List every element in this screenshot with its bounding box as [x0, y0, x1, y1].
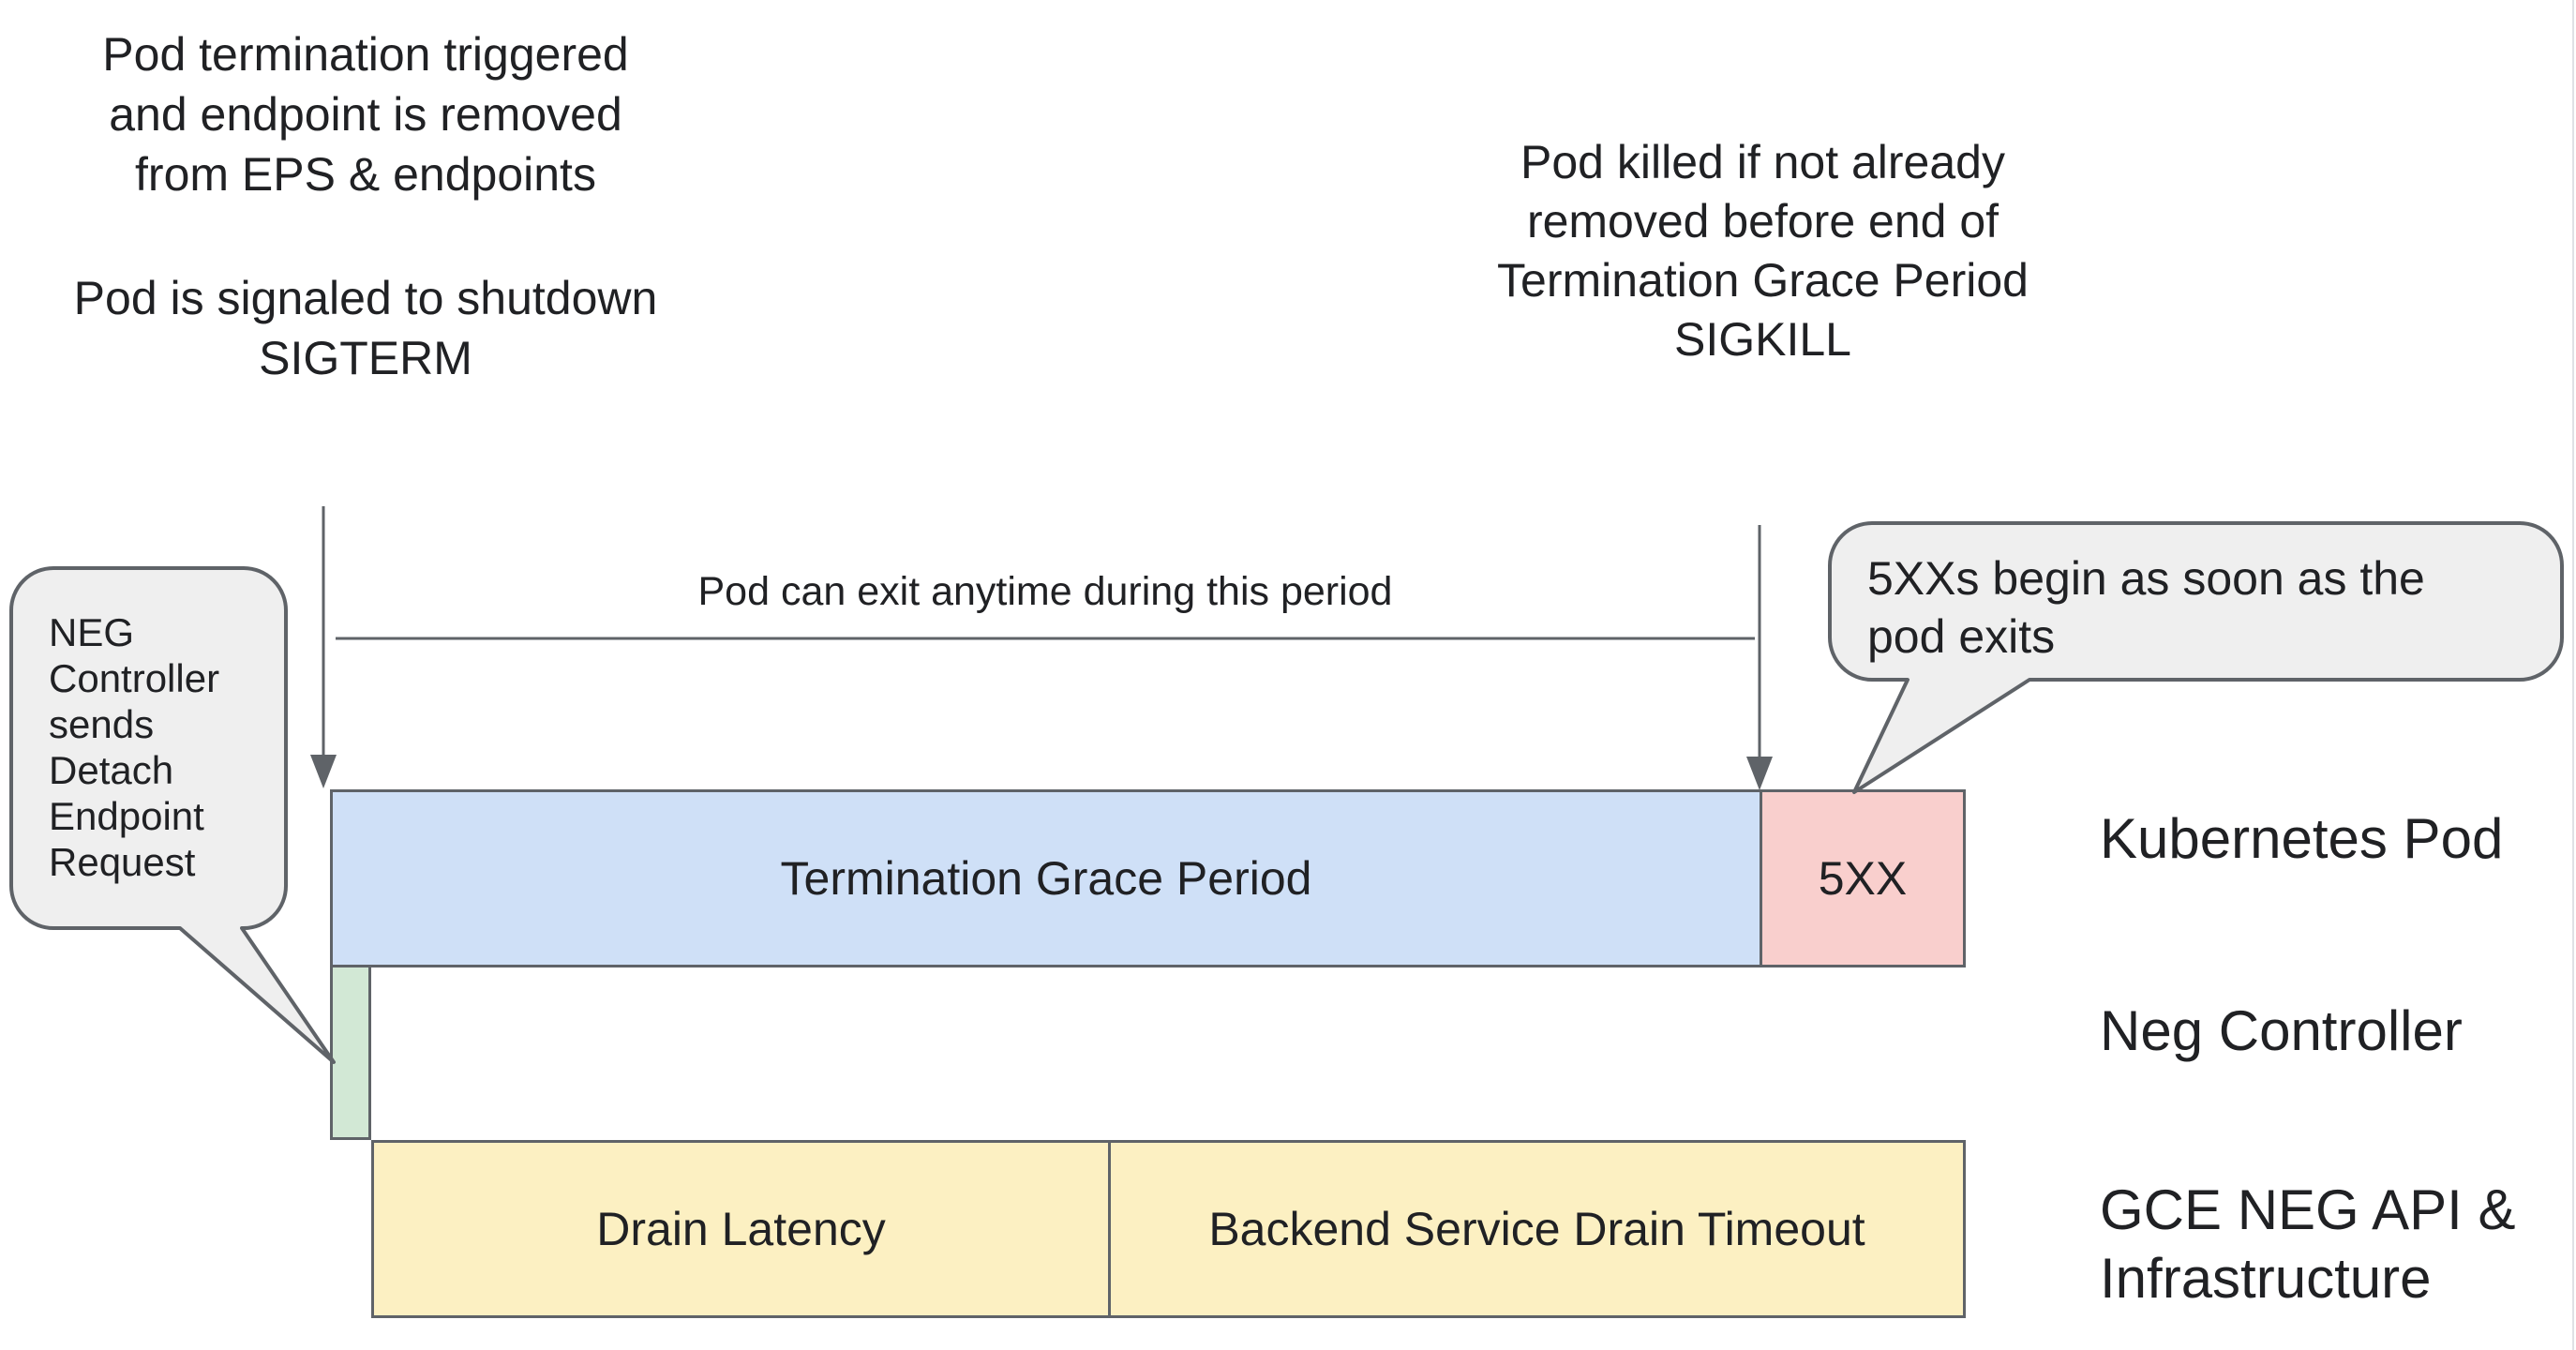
- segment-five-xx: 5XX: [1760, 792, 1963, 965]
- row-label-gce-neg-api-infrastructure: GCE NEG API & Infrastructure: [2100, 1178, 2516, 1310]
- sigkill-arrow-head: [1746, 757, 1773, 790]
- segment-termination-grace-period-label: Termination Grace Period: [780, 852, 1312, 905]
- bar-kubernetes-pod: Termination Grace Period 5XX: [330, 789, 1966, 968]
- annotation-pod-signaled-sigterm: Pod is signaled to shutdown SIGTERM: [73, 272, 658, 384]
- segment-drain-latency: Drain Latency: [374, 1143, 1108, 1315]
- bar-neg-controller-detach: [330, 965, 371, 1140]
- sigterm-arrow-head: [310, 755, 337, 788]
- callout-text-five-xx: 5XXs begin as soon as the pod exits: [1867, 552, 2425, 663]
- segment-termination-grace-period: Termination Grace Period: [333, 792, 1760, 965]
- annotation-pod-killed-sigkill: Pod killed if not already removed before…: [1497, 136, 2029, 366]
- segment-backend-service-drain-timeout-label: Backend Service Drain Timeout: [1208, 1203, 1865, 1255]
- row-label-kubernetes-pod: Kubernetes Pod: [2100, 807, 2504, 870]
- segment-backend-service-drain-timeout: Backend Service Drain Timeout: [1108, 1143, 1963, 1315]
- label-pod-can-exit-period: Pod can exit anytime during this period: [697, 569, 1393, 614]
- bar-gce-neg-api: Drain Latency Backend Service Drain Time…: [371, 1140, 1966, 1318]
- segment-five-xx-label: 5XX: [1818, 852, 1908, 905]
- screenshot-edge-artifact: [2572, 0, 2574, 1350]
- callout-text-neg-detach: NEG Controller sends Detach Endpoint Req…: [49, 610, 220, 884]
- annotation-pod-termination: Pod termination triggered and endpoint i…: [102, 28, 629, 201]
- segment-drain-latency-label: Drain Latency: [596, 1203, 886, 1255]
- row-label-neg-controller: Neg Controller: [2100, 999, 2463, 1062]
